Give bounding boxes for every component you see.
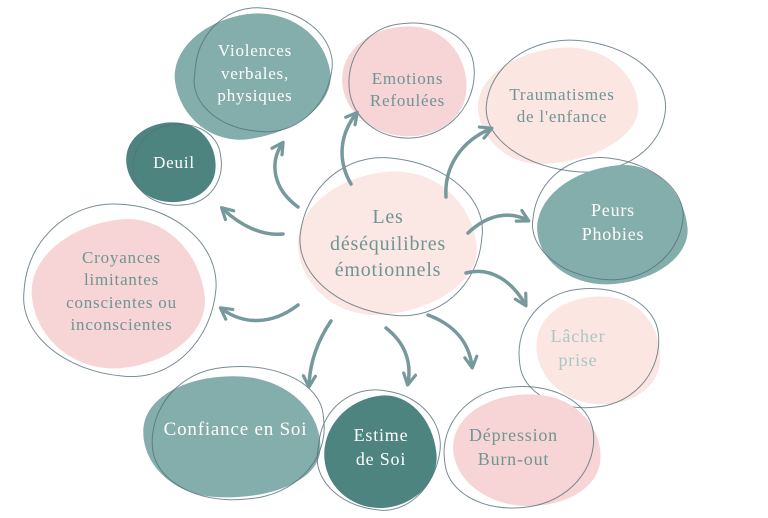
arrow-to-estime: [384, 326, 418, 387]
node-label: Deuil: [153, 152, 195, 172]
node-croyances-limitantes: Croyances limitantes conscientes ou inco…: [16, 195, 224, 385]
node-label: Violences verbales, physiques: [217, 41, 293, 106]
arrow-to-deuil: [219, 206, 285, 236]
node-label: Estime de Soi: [353, 425, 409, 469]
node-lacher-prise: Lâcher prise: [512, 280, 668, 416]
node-estime-de-soi: Estime de Soi: [310, 382, 448, 518]
node-peurs-phobies: Peurs Phobies: [526, 149, 693, 291]
arrow-to-depression: [426, 313, 479, 370]
node-label: Lâcher prise: [550, 326, 606, 370]
node-label: Traumatismes de l'enfance: [509, 84, 615, 126]
node-deuil: Deuil: [122, 117, 228, 212]
node-depression-burnout: Dépression Burn-out: [436, 377, 608, 517]
node-label: Emotions Refoulées: [369, 68, 446, 110]
node-label: Peurs Phobies: [581, 200, 645, 244]
arrow-to-croyances: [218, 303, 300, 323]
node-center-desequilibres: Les déséquilibres émotionnels: [292, 148, 490, 325]
node-emotions-refoulees: Emotions Refoulées: [337, 11, 486, 149]
node-label: Confiance en Soi: [163, 419, 308, 441]
node-violences: Violences verbales, physiques: [167, 1, 339, 149]
node-traumatismes: Traumatismes de l'enfance: [474, 33, 671, 179]
node-confiance-en-soi: Confiance en Soi: [138, 358, 331, 508]
center-title: Les déséquilibres émotionnels: [330, 206, 446, 282]
node-label: Dépression Burn-out: [469, 425, 558, 469]
node-label: Croyances limitantes conscientes ou inco…: [66, 247, 177, 334]
